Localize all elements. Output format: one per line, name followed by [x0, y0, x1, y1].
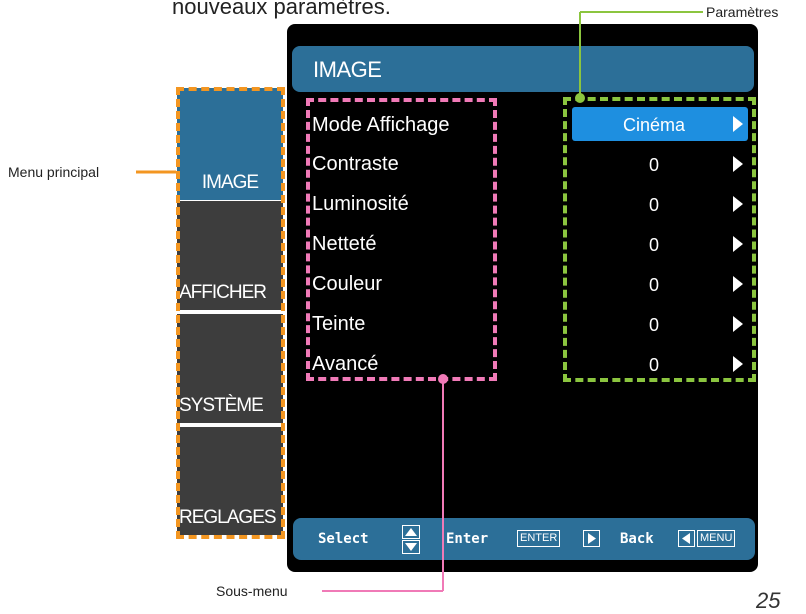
setting-value-contraste[interactable]: 0: [648, 155, 659, 175]
tab-systeme[interactable]: SYSTÈME: [177, 314, 283, 423]
up-down-icon: [402, 525, 420, 554]
arrow-right-icon[interactable]: [733, 116, 743, 132]
submenu-item-luminosite[interactable]: Luminosité: [312, 193, 409, 215]
arrow-right-icon[interactable]: [733, 276, 743, 292]
submenu-item-contraste[interactable]: Contraste: [312, 153, 399, 175]
setting-value-nettete[interactable]: 0: [648, 235, 659, 255]
callout-main-menu: Menu principal: [8, 164, 100, 180]
page-number: 25: [756, 588, 781, 613]
enter-arrow-icon: [583, 530, 600, 547]
back-arrow-icon: [678, 530, 695, 547]
setting-value-couleur[interactable]: 0: [648, 275, 659, 295]
tab-image[interactable]: IMAGE: [177, 88, 283, 200]
arrow-right-icon[interactable]: [733, 196, 743, 212]
tab-label: AFFICHER: [179, 282, 267, 303]
selected-value-highlight: [572, 107, 748, 141]
setting-value-avance[interactable]: 0: [648, 355, 659, 375]
setting-value-luminosite[interactable]: 0: [648, 195, 659, 215]
footer-enter-label: Enter: [446, 531, 489, 547]
callout-settings: Paramètres: [706, 4, 779, 20]
arrow-right-icon[interactable]: [733, 156, 743, 172]
setting-value-teinte[interactable]: 0: [648, 315, 659, 335]
tab-afficher[interactable]: AFFICHER: [177, 201, 283, 310]
osd-title-bar: [292, 46, 754, 92]
main-menu-outline: [176, 87, 285, 539]
tab-label: SYSTÈME: [179, 395, 264, 416]
osd-title: IMAGE: [313, 57, 382, 82]
setting-value-mode-affichage[interactable]: Cinéma: [622, 115, 686, 135]
callout-sub-menu: Sous-menu: [216, 583, 288, 599]
submenu-item-couleur[interactable]: Couleur: [312, 273, 383, 295]
tab-label: REGLAGES: [179, 507, 277, 528]
arrow-right-icon[interactable]: [733, 316, 743, 332]
enter-key-badge: ENTER: [517, 530, 561, 547]
footer-back-label: Back: [620, 531, 654, 547]
menu-key-badge: MENU: [697, 530, 736, 547]
submenu-item-teinte[interactable]: Teinte: [312, 313, 366, 335]
instruction-text: nouveaux paramètres.: [172, 0, 391, 19]
submenu-item-mode-affichage[interactable]: Mode Affichage: [312, 114, 450, 136]
submenu-item-avance[interactable]: Avancé: [312, 353, 379, 375]
tab-reglages[interactable]: REGLAGES: [177, 427, 283, 535]
submenu-item-nettete[interactable]: Netteté: [312, 233, 377, 255]
arrow-right-icon[interactable]: [733, 356, 743, 372]
tab-label: IMAGE: [201, 172, 259, 193]
settings-outline: [563, 97, 756, 382]
footer-select-label: Select: [318, 531, 369, 547]
arrow-right-icon[interactable]: [733, 236, 743, 252]
submenu-outline: [306, 98, 497, 381]
